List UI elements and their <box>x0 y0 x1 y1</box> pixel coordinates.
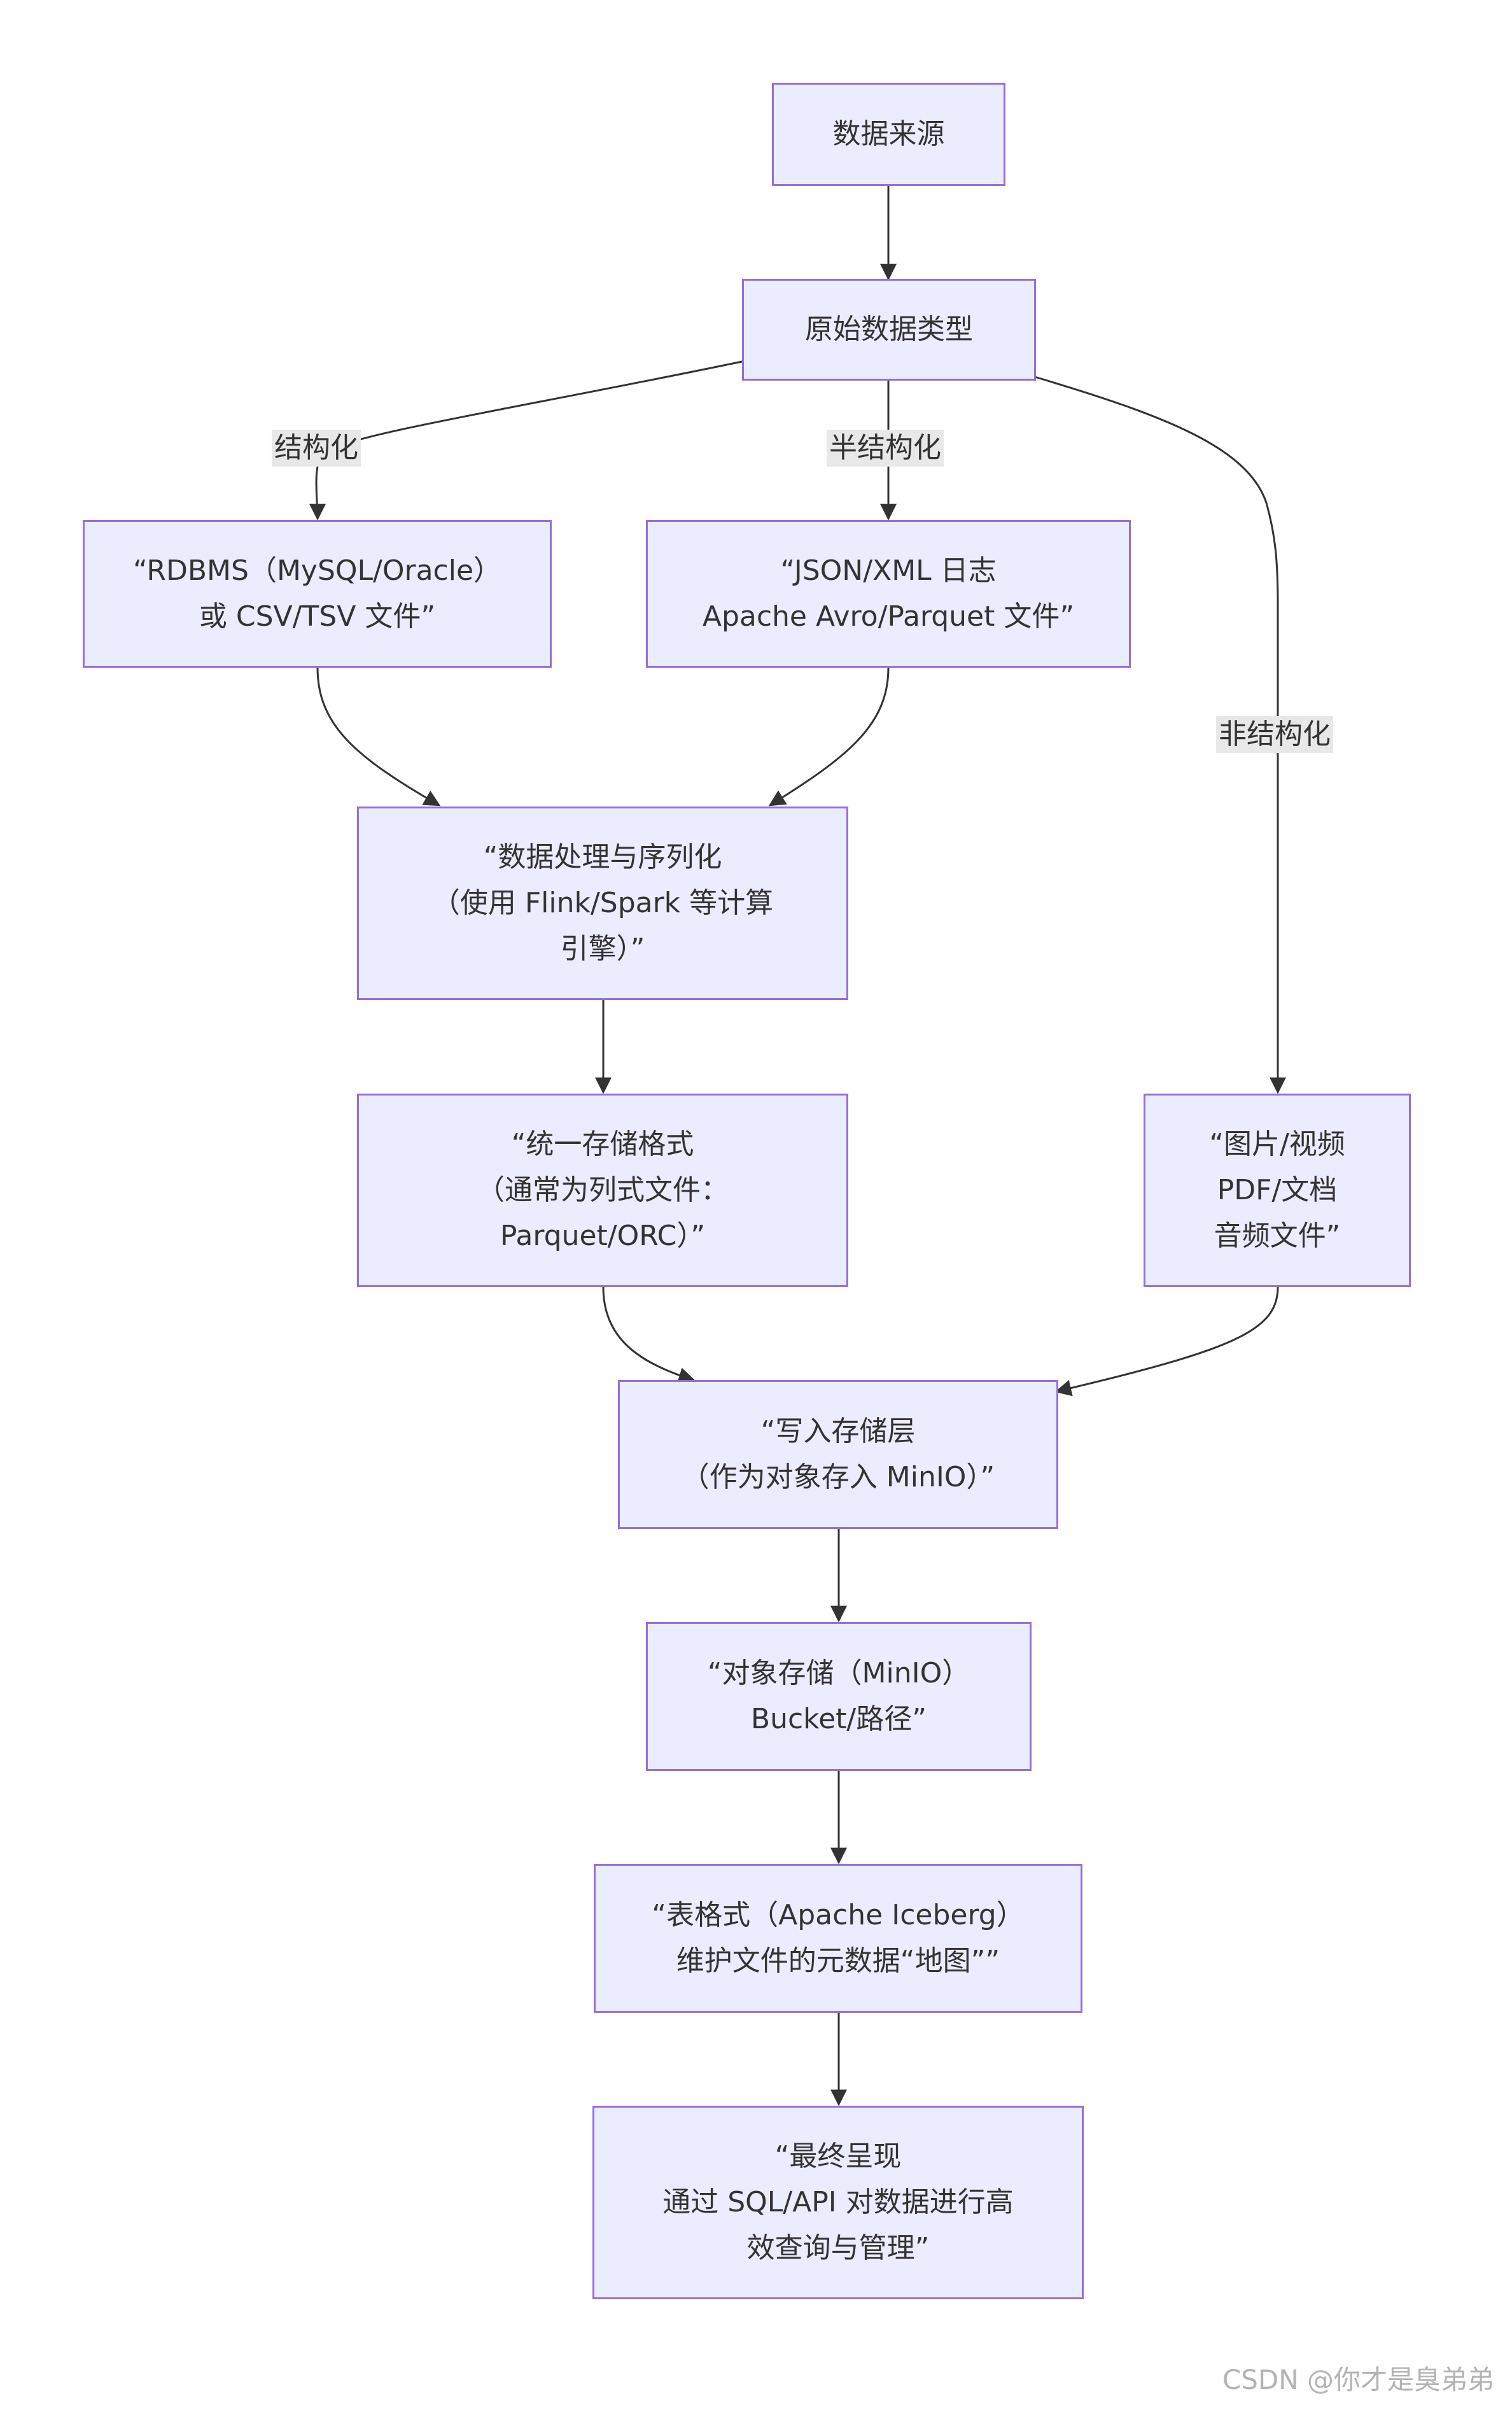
node-table-format[interactable]: “表格式（Apache Iceberg） 维护文件的元数据“地图”” <box>594 1864 1082 2013</box>
node-data-source-label: 数据来源 <box>832 118 945 150</box>
node-table-format-label: “表格式（Apache Iceberg） 维护文件的元数据“地图”” <box>652 1899 1025 1977</box>
node-unified-storage-format[interactable]: “统一存储格式 （通常为列式文件： Parquet/ORC）” <box>357 1094 848 1287</box>
node-final-presentation-label: “最终呈现 通过 SQL/API 对数据进行高 效查询与管理” <box>662 2140 1014 2264</box>
node-unstructured-files[interactable]: “图片/视频 PDF/文档 音频文件” <box>1144 1094 1411 1287</box>
node-raw-data-types[interactable]: 原始数据类型 <box>742 279 1036 381</box>
node-raw-data-types-label: 原始数据类型 <box>805 313 973 346</box>
edge-raw-to-structured <box>309 360 743 521</box>
node-final-presentation[interactable]: “最终呈现 通过 SQL/API 对数据进行高 效查询与管理” <box>592 2106 1084 2299</box>
edge-label-unstructured: 非结构化 <box>1216 716 1333 753</box>
node-processing-serialization[interactable]: “数据处理与序列化 （使用 Flink/Spark 等计算 引擎）” <box>357 807 848 1000</box>
node-unified-storage-format-label: “统一存储格式 （通常为列式文件： Parquet/ORC）” <box>477 1128 729 1252</box>
edge-unified-to-write <box>602 1286 696 1384</box>
node-structured-sources-label: “RDBMS（MySQL/Oracle） 或 CSV/TSV 文件” <box>132 554 502 633</box>
node-structured-sources[interactable]: “RDBMS（MySQL/Oracle） 或 CSV/TSV 文件” <box>83 520 552 668</box>
node-write-storage-layer[interactable]: “写入存储层 （作为对象存入 MinIO）” <box>618 1380 1058 1529</box>
node-semi-structured-sources-label: “JSON/XML 日志 Apache Avro/Parquet 文件” <box>702 554 1075 633</box>
edge-label-structured: 结构化 <box>272 430 361 467</box>
node-unstructured-files-label: “图片/视频 PDF/文档 音频文件” <box>1209 1128 1345 1252</box>
edge-label-semi-structured: 半结构化 <box>827 430 944 467</box>
node-object-storage[interactable]: “对象存储（MinIO） Bucket/路径” <box>646 1622 1032 1771</box>
csdn-watermark: CSDN @你才是臭弟弟 <box>1222 2364 1494 2395</box>
node-object-storage-label: “对象存储（MinIO） Bucket/路径” <box>707 1657 970 1735</box>
node-data-source[interactable]: 数据来源 <box>772 83 1005 186</box>
node-semi-structured-sources[interactable]: “JSON/XML 日志 Apache Avro/Parquet 文件” <box>646 520 1131 668</box>
edge-raw-to-unstructured <box>1034 376 1286 1094</box>
node-write-storage-layer-label: “写入存储层 （作为对象存入 MinIO）” <box>681 1415 995 1493</box>
node-processing-serialization-label: “数据处理与序列化 （使用 Flink/Spark 等计算 引擎）” <box>431 841 774 965</box>
edge-unstructured-to-write <box>1054 1286 1279 1397</box>
edge-structured-to-processing <box>316 667 441 807</box>
edge-semi-to-processing <box>768 667 890 807</box>
